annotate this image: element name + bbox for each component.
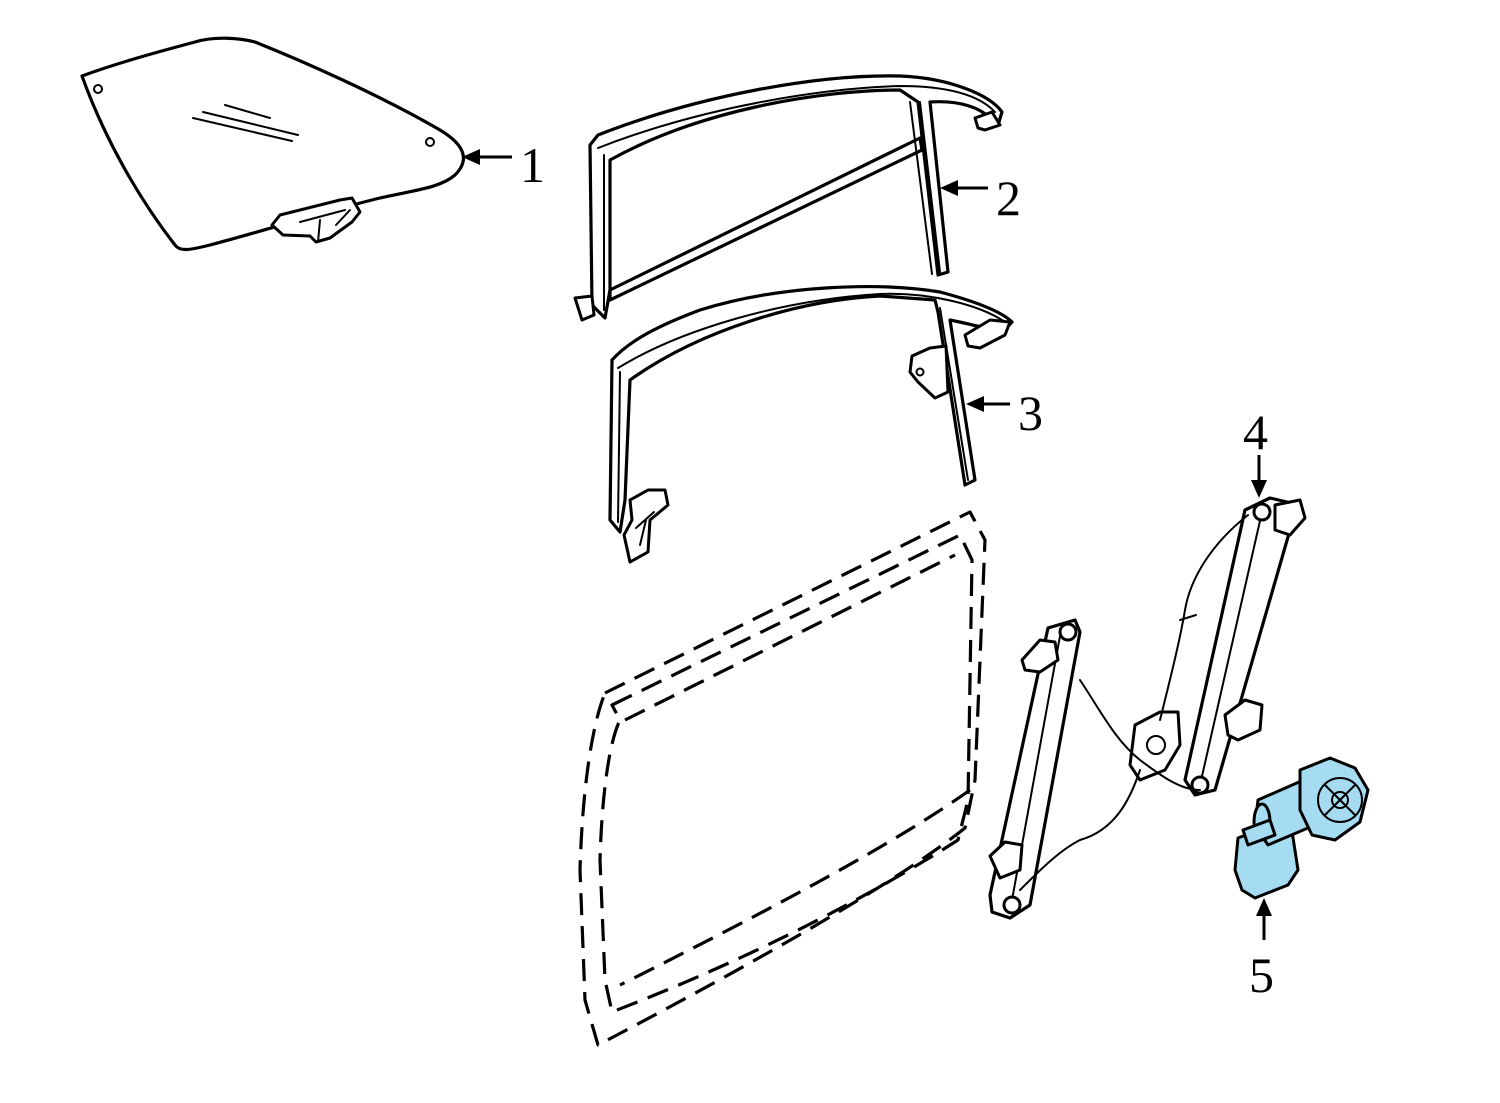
part-3-door-frame-seal[interactable] [608, 285, 1014, 564]
callout-label-4: 4 [1243, 404, 1268, 460]
callout-2: 2 [940, 170, 1021, 226]
callout-3: 3 [966, 385, 1043, 441]
door-glass-outline-dashed [578, 510, 987, 1047]
callout-label-3: 3 [1018, 385, 1043, 441]
motor-connector [1241, 818, 1277, 847]
callout-label-1: 1 [520, 137, 545, 193]
part-1-door-glass[interactable] [80, 36, 465, 252]
motor-gear-housing [1298, 756, 1370, 842]
callout-1: 1 [462, 137, 545, 193]
callout-4: 4 [1243, 404, 1268, 498]
part-5-window-motor[interactable] [1233, 756, 1370, 900]
part-4-window-regulator[interactable] [988, 496, 1307, 920]
part-2-glass-run-channel[interactable] [573, 74, 1004, 322]
callout-5: 5 [1249, 898, 1274, 1003]
callout-label-5: 5 [1249, 947, 1274, 1003]
callout-label-2: 2 [996, 170, 1021, 226]
